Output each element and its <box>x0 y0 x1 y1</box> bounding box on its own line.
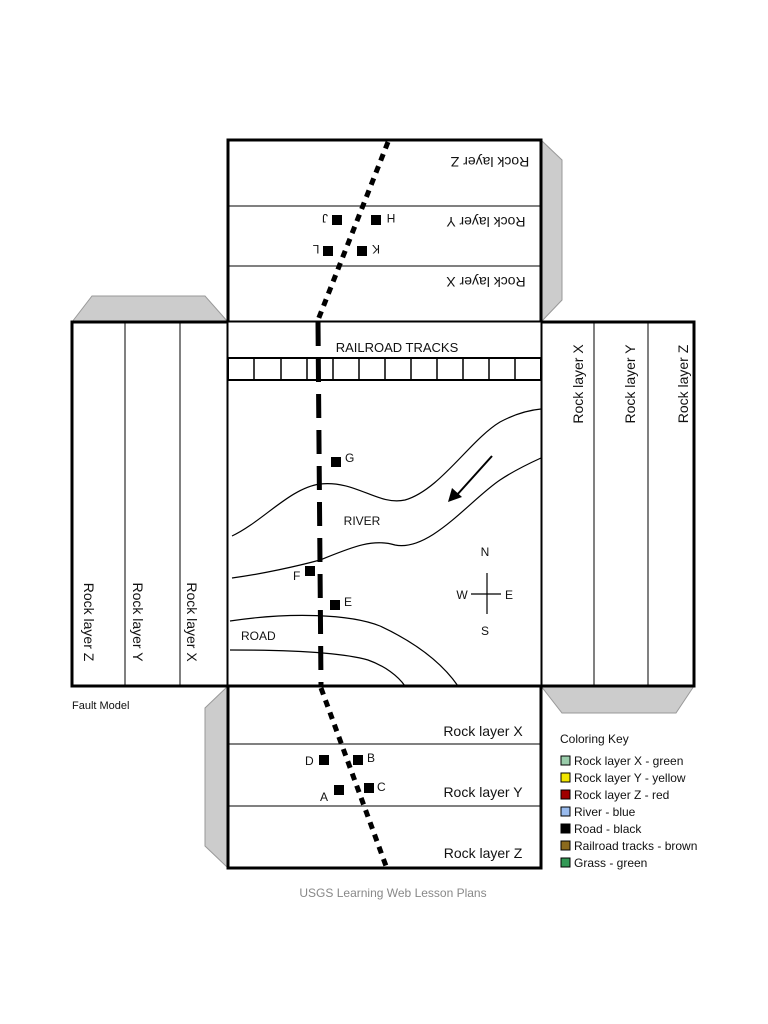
top-fault-line <box>315 141 391 321</box>
key-item: Rock layer X - green <box>560 754 683 768</box>
river-bank-lower <box>231 457 542 579</box>
tab-top-right <box>540 138 563 324</box>
top-flap: Rock layer Z Rock layer Y Rock layer X J… <box>226 138 543 324</box>
point-h-label: H <box>387 211 396 225</box>
key-swatch <box>560 840 571 851</box>
river-flow-arrow <box>448 455 493 502</box>
center-fault-line <box>315 321 324 687</box>
tab-left-top <box>70 295 230 323</box>
coloring-key: Coloring Key Rock layer X - green Rock l… <box>560 732 697 870</box>
key-swatch <box>560 823 571 834</box>
point-e-label: E <box>344 595 352 609</box>
road-label: ROAD <box>241 629 276 643</box>
key-label: Rock layer Y - yellow <box>574 771 686 785</box>
key-swatch <box>560 772 571 783</box>
key-item: Road - black <box>560 822 642 836</box>
key-item: Grass - green <box>560 856 647 870</box>
left-flap: Rock layer Z Rock layer Y Rock layer X <box>70 320 230 688</box>
left-layer-y-label: Rock layer Y <box>130 582 146 662</box>
point-l-marker <box>323 246 333 256</box>
right-flap: Rock layer X Rock layer Y Rock layer Z <box>539 320 696 688</box>
point-l-label: L <box>312 242 319 256</box>
key-swatch <box>560 806 571 817</box>
point-c-label: C <box>377 780 386 794</box>
key-label: Road - black <box>574 822 642 836</box>
point-e-marker <box>330 600 340 610</box>
railroad-tracks <box>227 357 542 381</box>
key-item: Railroad tracks - brown <box>560 839 697 853</box>
point-g-label: G <box>345 451 354 465</box>
bottom-flap: Rock layer X Rock layer Y Rock layer Z D… <box>226 684 543 870</box>
compass-n-label: N <box>481 545 490 559</box>
key-label: Rock layer X - green <box>574 754 683 768</box>
point-d-marker <box>319 755 329 765</box>
key-swatch <box>560 789 571 800</box>
point-c-marker <box>364 783 374 793</box>
river-label: RIVER <box>344 514 381 528</box>
key-label: Rock layer Z - red <box>574 788 669 802</box>
top-layer-z-label: Rock layer Z <box>450 154 529 170</box>
point-g-marker <box>331 457 341 467</box>
point-k-marker <box>357 246 367 256</box>
key-label: Railroad tracks - brown <box>574 839 697 853</box>
point-b-marker <box>353 755 363 765</box>
top-layer-y-label: Rock layer Y <box>446 214 526 230</box>
key-item: Rock layer Y - yellow <box>560 771 686 785</box>
point-a-label: A <box>320 790 328 804</box>
key-item: Rock layer Z - red <box>560 788 669 802</box>
key-item: River - blue <box>560 805 636 819</box>
point-b-label: B <box>367 751 375 765</box>
left-layer-z-label: Rock layer Z <box>81 583 97 662</box>
key-label: River - blue <box>574 805 636 819</box>
key-label: Grass - green <box>574 856 647 870</box>
right-layer-x-label: Rock layer X <box>570 344 586 424</box>
point-f-label: F <box>293 569 300 583</box>
key-swatch <box>560 857 571 868</box>
bottom-fault-line <box>318 687 389 867</box>
tab-bottom-left <box>204 684 229 870</box>
tab-right-bottom <box>539 685 695 714</box>
point-j-label: J <box>322 211 328 225</box>
point-f-marker <box>305 566 315 576</box>
river-bank-upper <box>231 408 542 537</box>
road-upper-edge <box>229 614 459 687</box>
point-j-marker <box>332 215 342 225</box>
center-map: RAILROAD TRACKS RIVER ROAD G F <box>227 321 542 687</box>
compass-rose: N S E W <box>456 545 513 638</box>
bottom-layer-x-label: Rock layer X <box>443 723 523 739</box>
bottom-layer-y-label: Rock layer Y <box>443 784 523 800</box>
road-lower-edge <box>229 649 406 687</box>
point-a-marker <box>334 785 344 795</box>
key-swatch <box>560 755 571 766</box>
model-label: Fault Model <box>72 700 129 712</box>
right-layer-z-label: Rock layer Z <box>675 344 691 423</box>
railroad-label: RAILROAD TRACKS <box>336 340 459 355</box>
point-d-label: D <box>305 754 314 768</box>
point-h-marker <box>371 215 381 225</box>
top-layer-x-label: Rock layer X <box>446 274 526 290</box>
compass-s-label: S <box>481 624 489 638</box>
coloring-key-title: Coloring Key <box>560 732 629 746</box>
left-layer-x-label: Rock layer X <box>184 582 200 662</box>
compass-e-label: E <box>505 588 513 602</box>
credit-text: USGS Learning Web Lesson Plans <box>299 886 486 900</box>
bottom-layer-z-label: Rock layer Z <box>444 845 523 861</box>
point-k-label: K <box>372 242 380 256</box>
compass-w-label: W <box>456 588 468 602</box>
right-layer-y-label: Rock layer Y <box>622 344 638 424</box>
